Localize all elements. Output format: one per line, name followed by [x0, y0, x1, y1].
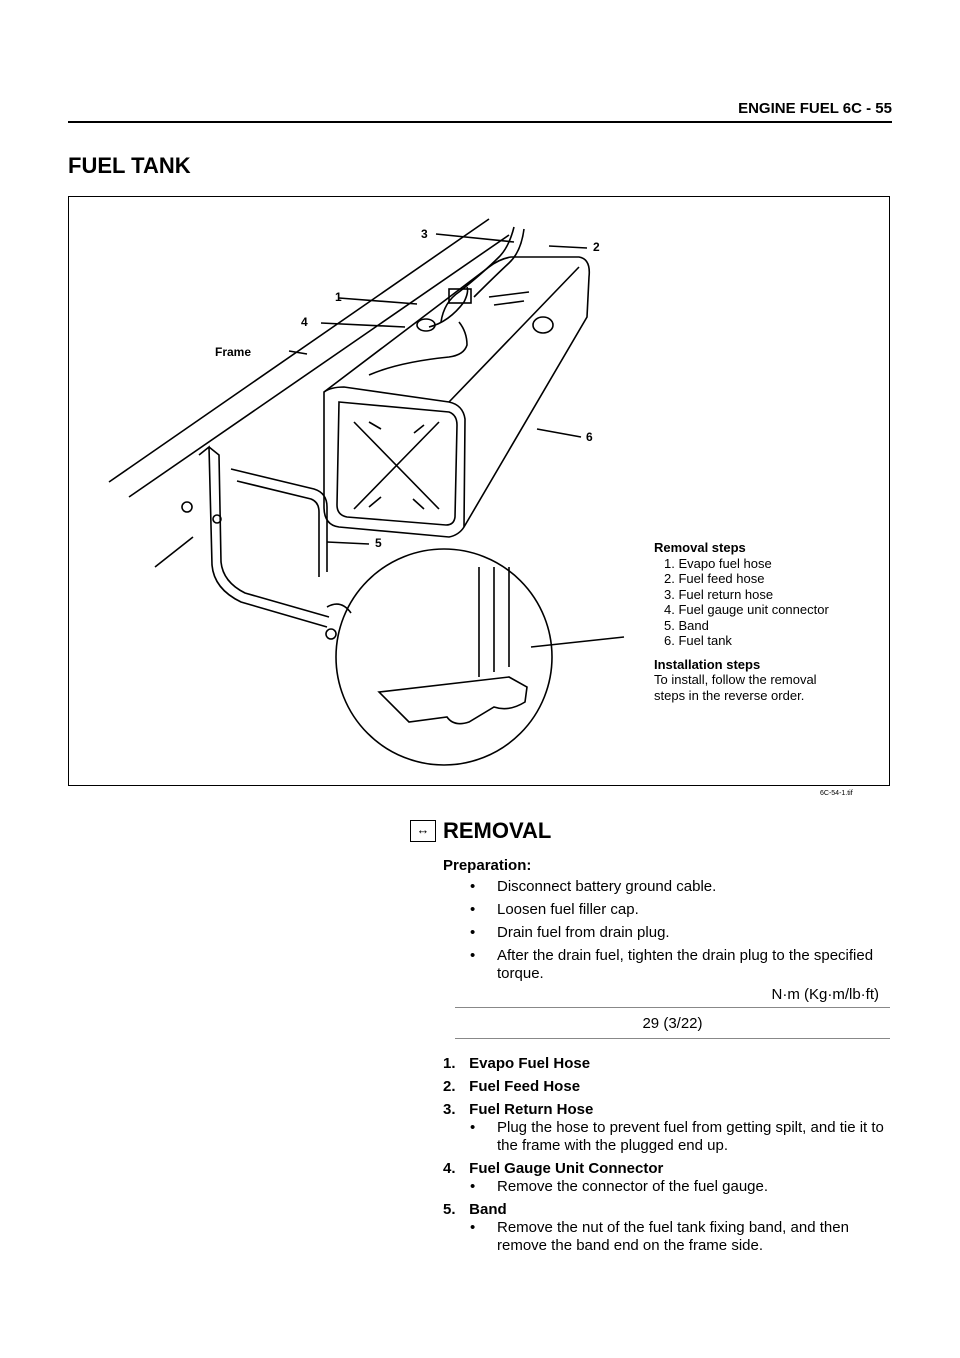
- removal-steps-heading: Removal steps: [654, 540, 746, 555]
- removal-step: 4. Fuel gauge unit connector: [664, 602, 829, 617]
- torque-value: 29 (3/22): [642, 1015, 703, 1032]
- bullet-icon: •: [470, 878, 476, 895]
- preparation-item: • After the drain fuel, tighten the drain…: [470, 947, 890, 983]
- torque-table-rule: [455, 1007, 890, 1008]
- preparation-text: Loosen fuel filler cap.: [497, 901, 639, 918]
- bullet-icon: •: [470, 1119, 476, 1136]
- removal-step: 1. Evapo fuel hose: [664, 555, 772, 571]
- removal-arrows-icon: ↔: [410, 820, 436, 842]
- figure-code: 6C-54-1.tif: [820, 790, 853, 797]
- part-item: 5. Band • Remove the nut of the fuel tank…: [443, 1201, 890, 1255]
- part-number: 4.: [443, 1160, 456, 1177]
- part-note: • Plug the hose to prevent fuel from gett…: [443, 1119, 890, 1155]
- installation-steps-heading: Installation steps: [654, 656, 761, 672]
- removal-step: 6. Fuel tank: [664, 633, 732, 648]
- header-rule: [68, 121, 892, 123]
- page-header: ENGINE FUEL 6C - 55: [738, 100, 892, 117]
- removal-step: 3. Fuel return hose: [664, 586, 774, 602]
- torque-table-rule: [455, 1038, 890, 1039]
- part-number: 5.: [443, 1201, 456, 1218]
- part-note: • Remove the connector of the fuel gauge.: [443, 1178, 890, 1196]
- part-name: Band: [469, 1201, 507, 1218]
- part-note: • Remove the nut of the fuel tank fixing …: [443, 1219, 890, 1255]
- bullet-icon: •: [470, 1219, 476, 1236]
- callout-6: 6: [586, 430, 593, 444]
- part-name: Evapo Fuel Hose: [469, 1055, 591, 1072]
- preparation-list: • Disconnect battery ground cable. • Loose…: [470, 878, 890, 988]
- removal-step: 5. Band: [664, 617, 709, 633]
- callout-5: 5: [375, 536, 382, 550]
- preparation-label: Preparation:: [443, 857, 532, 874]
- part-number: 2.: [443, 1078, 456, 1095]
- part-name: Fuel Gauge Unit Connector: [469, 1160, 664, 1177]
- bullet-icon: •: [470, 1178, 476, 1195]
- part-name: Fuel Return Hose: [469, 1101, 594, 1118]
- installation-line: To install, follow the removal: [654, 672, 817, 687]
- installation-line: steps in the reverse order.: [654, 687, 805, 703]
- bullet-icon: •: [470, 924, 476, 941]
- fuel-tank-figure: Frame 1 2 3 4 5 6: [68, 196, 890, 786]
- fuel-tank-illustration: [108, 218, 625, 766]
- part-item: 1. Evapo Fuel Hose: [443, 1055, 890, 1073]
- removal-step: 2. Fuel feed hose: [664, 571, 765, 586]
- part-name: Fuel Feed Hose: [469, 1078, 581, 1095]
- preparation-text: Drain fuel from drain plug.: [497, 924, 670, 941]
- bullet-icon: •: [470, 947, 476, 964]
- preparation-item: • Drain fuel from drain plug.: [470, 924, 890, 942]
- preparation-text: Disconnect battery ground cable.: [497, 878, 717, 895]
- part-number: 1.: [443, 1055, 456, 1072]
- callout-2: 2: [593, 240, 600, 254]
- callout-4: 4: [301, 315, 308, 329]
- preparation-item: • Disconnect battery ground cable.: [470, 878, 890, 896]
- bullet-icon: •: [470, 901, 476, 918]
- part-item: 3. Fuel Return Hose • Plug the hose to pr…: [443, 1101, 890, 1155]
- callout-3: 3: [421, 227, 428, 241]
- figure-steps: Removal steps 1. Evapo fuel hose 2. Fuel…: [654, 540, 829, 703]
- part-note-text: Remove the nut of the fuel tank fixing b…: [497, 1219, 849, 1254]
- callout-1: 1: [335, 290, 342, 304]
- part-note-text: Plug the hose to prevent fuel from getti…: [497, 1119, 884, 1154]
- part-item: 2. Fuel Feed Hose: [443, 1078, 890, 1096]
- preparation-text: After the drain fuel, tighten the drain …: [497, 947, 874, 982]
- part-item: 4. Fuel Gauge Unit Connector • Remove the…: [443, 1160, 890, 1196]
- parts-list: 1. Evapo Fuel Hose 2. Fuel Feed Hose 3. …: [443, 1055, 890, 1260]
- callout-frame: Frame: [215, 345, 252, 359]
- removal-title: REMOVAL: [443, 818, 552, 843]
- torque-unit: N·m (Kg·m/lb·ft): [771, 986, 880, 1003]
- preparation-item: • Loosen fuel filler cap.: [470, 901, 890, 919]
- section-title: FUEL TANK: [68, 153, 191, 178]
- part-number: 3.: [443, 1101, 456, 1118]
- part-note-text: Remove the connector of the fuel gauge.: [497, 1178, 769, 1195]
